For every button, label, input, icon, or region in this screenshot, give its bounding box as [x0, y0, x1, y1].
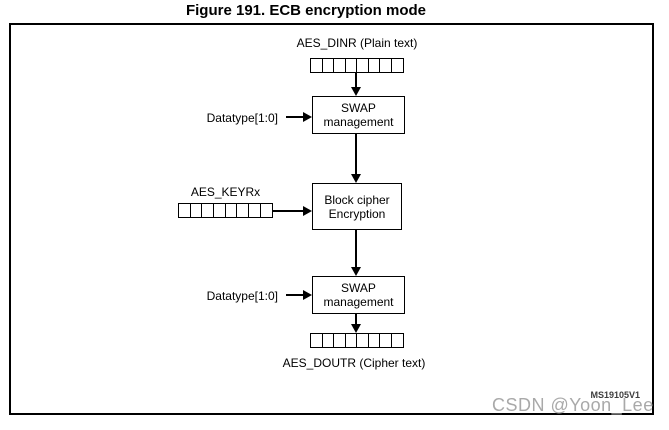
- register-keyrx: [178, 203, 273, 218]
- swap-bottom-line2: management: [323, 295, 394, 309]
- arrow-swap-to-cipher-stem: [355, 134, 357, 176]
- arrow-cipher-to-swap-stem: [355, 230, 357, 268]
- block-cipher-box: Block cipher Encryption: [312, 183, 402, 230]
- swap-top-line1: SWAP: [341, 101, 376, 115]
- arrow-keyrx-to-cipher-stem: [273, 210, 304, 212]
- arrow-right-icon: [303, 206, 312, 216]
- label-aes-dinr: AES_DINR (Plain text): [296, 36, 418, 50]
- label-aes-keyrx: AES_KEYRx: [190, 185, 261, 199]
- arrow-down-icon: [351, 267, 361, 276]
- arrow-right-icon: [303, 112, 312, 122]
- swap-top-line2: management: [323, 115, 394, 129]
- label-aes-doutr: AES_DOUTR (Cipher text): [282, 356, 426, 370]
- figure-border: [9, 23, 654, 415]
- register-cell: [390, 58, 404, 73]
- label-datatype-top: Datatype[1:0]: [206, 111, 278, 125]
- arrow-datatype-to-swap-bottom-stem: [286, 294, 305, 296]
- label-datatype-bottom: Datatype[1:0]: [206, 289, 278, 303]
- swap-management-bottom-box: SWAP management: [312, 276, 405, 314]
- swap-bottom-line1: SWAP: [341, 281, 376, 295]
- register-cell: [390, 333, 404, 348]
- register-cell: [259, 203, 273, 218]
- cipher-line2: Encryption: [328, 206, 386, 221]
- arrow-datatype-to-swap-top-stem: [286, 116, 305, 118]
- arrow-down-icon: [351, 87, 361, 96]
- arrow-swap-to-doutr-stem: [355, 314, 357, 326]
- register-dinr: [310, 58, 404, 73]
- cipher-line1: Block cipher: [324, 192, 390, 207]
- arrow-down-icon: [351, 174, 361, 183]
- arrow-down-icon: [351, 324, 361, 333]
- swap-management-top-box: SWAP management: [312, 96, 405, 134]
- arrow-right-icon: [303, 290, 312, 300]
- figure-id: MS19105V1: [590, 390, 640, 400]
- arrow-dinr-to-swap-stem: [355, 73, 357, 89]
- register-doutr: [310, 333, 404, 348]
- watermark: CSDN @Yoon_Lee: [492, 395, 654, 415]
- figure-title: Figure 191. ECB encryption mode: [185, 2, 427, 19]
